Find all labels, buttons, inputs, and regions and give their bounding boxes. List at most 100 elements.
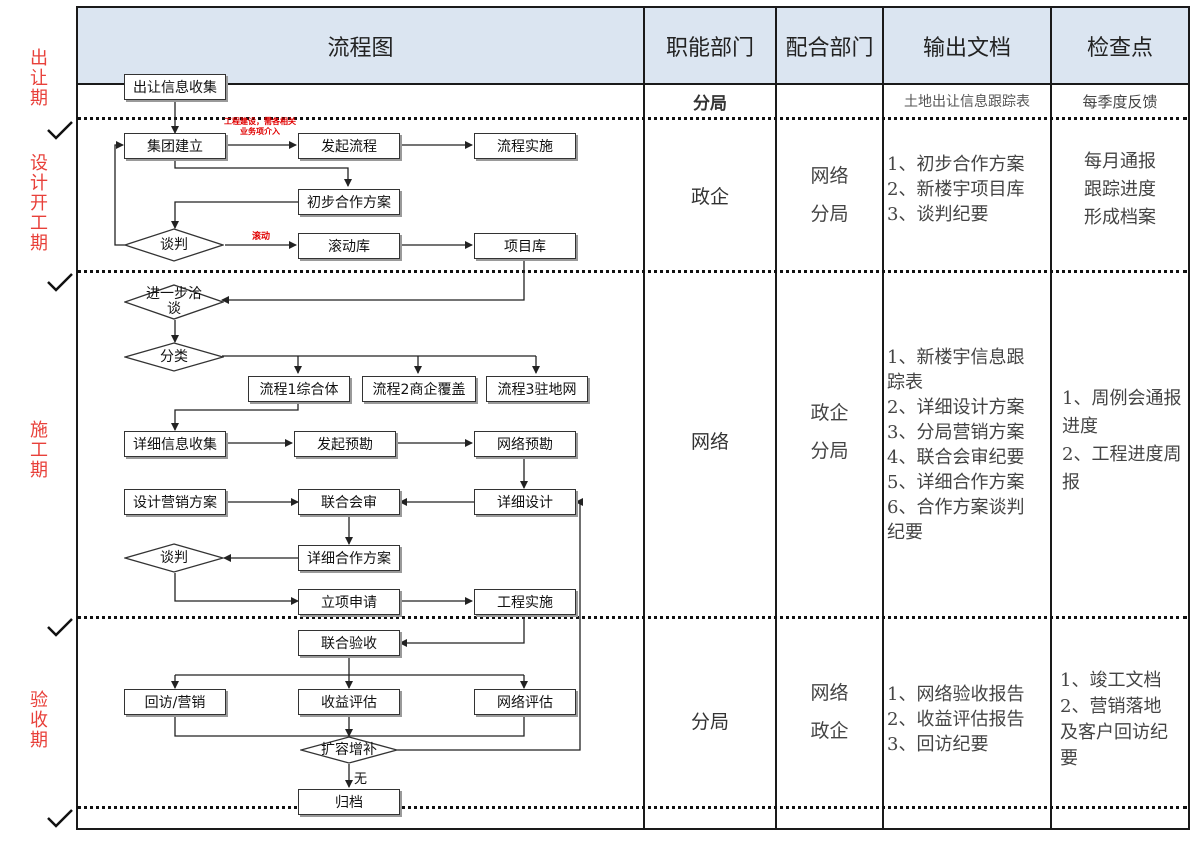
check-item: 2、工程进度周	[1062, 444, 1182, 465]
phase-separator	[77, 270, 1187, 273]
row2-cooperating-dept: 网络 分局	[777, 150, 882, 240]
phase-label-design: 设计开工期	[27, 152, 48, 253]
row4-output-docs: 1、网络验收报告 2、收益评估报告 3、回访纪要	[887, 682, 1047, 757]
phase-separator	[77, 117, 1187, 120]
phase-separator	[77, 616, 1187, 619]
column-divider	[643, 6, 645, 830]
check-item: 要	[1060, 748, 1078, 769]
row1-checkpoint: 每季度反馈	[1082, 92, 1158, 111]
row3-functional-dept: 网络	[690, 430, 729, 453]
node-start-survey: 发起预勘	[294, 431, 396, 457]
decision-negotiate-2: 谈判	[124, 543, 224, 573]
table-border-header	[76, 83, 1190, 85]
check-item: 每月通报	[1084, 151, 1156, 172]
node-rolling-library: 滚动库	[298, 233, 400, 259]
doc-item: 1、初步合作方案	[887, 154, 1025, 175]
header-flowchart: 流程图	[78, 8, 643, 83]
row4-checkpoints: 1、竣工文档 2、营销落地 及客户回访纪 要	[1060, 668, 1188, 772]
node-process-implement: 流程实施	[474, 133, 576, 159]
doc-item: 纪要	[887, 522, 923, 543]
check-item: 1、竣工文档	[1060, 670, 1162, 691]
decision-classify: 分类	[124, 342, 224, 372]
decision-label: 谈判	[160, 549, 188, 566]
column-divider	[775, 6, 777, 830]
coop-item: 分局	[810, 203, 849, 225]
checkmark-icon	[47, 618, 73, 637]
checkmark-icon	[47, 273, 73, 292]
node-transfer-info-collect: 出让信息收集	[124, 74, 226, 100]
check-item: 2、营销落地	[1060, 696, 1162, 717]
row2-output-docs: 1、初步合作方案 2、新楼宇项目库 3、谈判纪要	[887, 152, 1047, 227]
checkmark-icon	[47, 809, 73, 828]
node-flow1-complex: 流程1综合体	[248, 376, 350, 402]
decision-expand: 扩容增补	[300, 736, 398, 764]
table-border-bottom	[76, 828, 1190, 830]
node-detail-coop-plan: 详细合作方案	[298, 545, 400, 571]
header-functional-dept: 职能部门	[645, 8, 775, 83]
column-divider	[1050, 6, 1052, 830]
doc-item: 1、网络验收报告	[887, 684, 1025, 705]
decision-label: 分类	[160, 348, 188, 365]
doc-item: 5、详细合作方案	[887, 472, 1025, 493]
node-preliminary-plan: 初步合作方案	[298, 189, 400, 215]
decision-negotiate: 谈判	[124, 228, 224, 262]
node-project-approval: 立项申请	[298, 589, 400, 615]
doc-item: 6、合作方案谈判	[887, 497, 1025, 518]
header-cooperating-dept: 配合部门	[777, 8, 882, 83]
red-annotation-rolling: 滚动	[251, 232, 270, 242]
doc-item: 2、新楼宇项目库	[887, 179, 1025, 200]
row3-cooperating-dept: 政企 分局	[777, 392, 882, 472]
coop-item: 网络	[810, 682, 849, 704]
node-flow3-resident-net: 流程3驻地网	[486, 376, 588, 402]
row4-functional-dept: 分局	[690, 710, 729, 733]
decision-label: 谈判	[160, 236, 188, 253]
phase-label-construction: 施工期	[27, 420, 48, 480]
node-detail-design: 详细设计	[474, 489, 576, 515]
table-border-left	[76, 6, 78, 830]
coop-item: 网络	[810, 165, 849, 187]
decision-label: 扩容增补	[321, 741, 377, 758]
doc-item: 3、分局营销方案	[887, 422, 1025, 443]
label-none: 无	[354, 772, 368, 787]
node-construction: 工程实施	[474, 589, 576, 615]
doc-item: 1、新楼宇信息跟	[887, 347, 1025, 368]
node-network-eval: 网络评估	[474, 689, 576, 715]
node-detail-info-collect: 详细信息收集	[124, 431, 226, 457]
checkmark-icon	[47, 121, 73, 140]
node-joint-review: 联合会审	[298, 489, 400, 515]
coop-item: 政企	[810, 720, 849, 742]
decision-label: 进一步洽谈	[146, 286, 202, 317]
doc-item: 3、回访纪要	[887, 734, 989, 755]
node-archive: 归档	[298, 789, 400, 815]
check-item: 跟踪进度	[1084, 179, 1156, 200]
check-item: 1、周例会通报	[1062, 388, 1182, 409]
node-joint-acceptance: 联合验收	[298, 630, 400, 656]
row4-cooperating-dept: 网络 政企	[777, 672, 882, 752]
doc-item: 4、联合会审纪要	[887, 447, 1025, 468]
check-item: 进度	[1062, 416, 1098, 437]
header-output-docs: 输出文档	[884, 8, 1050, 83]
doc-item: 3、谈判纪要	[887, 204, 989, 225]
row1-output-doc: 土地出让信息跟踪表	[904, 94, 1030, 110]
doc-item: 2、详细设计方案	[887, 397, 1025, 418]
decision-further-talk: 进一步洽谈	[124, 284, 224, 320]
node-revenue-eval: 收益评估	[298, 689, 400, 715]
red-annotation-construction: 工程建设，需各相关业务项介入	[224, 117, 296, 136]
header-checkpoints: 检查点	[1052, 8, 1188, 83]
row2-checkpoints: 每月通报 跟踪进度 形成档案	[1052, 148, 1188, 232]
phase-label-acceptance: 验收期	[27, 690, 48, 750]
column-divider	[882, 6, 884, 830]
coop-item: 分局	[810, 440, 849, 462]
check-item: 报	[1062, 472, 1080, 493]
coop-item: 政企	[810, 402, 849, 424]
check-item: 形成档案	[1084, 207, 1156, 228]
phase-separator	[77, 806, 1187, 809]
doc-item: 2、收益评估报告	[887, 709, 1025, 730]
node-revisit-marketing: 回访/营销	[124, 689, 226, 715]
node-network-survey: 网络预勘	[474, 431, 576, 457]
row3-output-docs: 1、新楼宇信息跟 踪表 2、详细设计方案 3、分局营销方案 4、联合会审纪要 5…	[887, 345, 1047, 545]
phase-label-transfer: 出让期	[27, 47, 48, 108]
row3-checkpoints: 1、周例会通报 进度 2、工程进度周 报	[1062, 385, 1188, 497]
node-project-library: 项目库	[474, 233, 576, 259]
